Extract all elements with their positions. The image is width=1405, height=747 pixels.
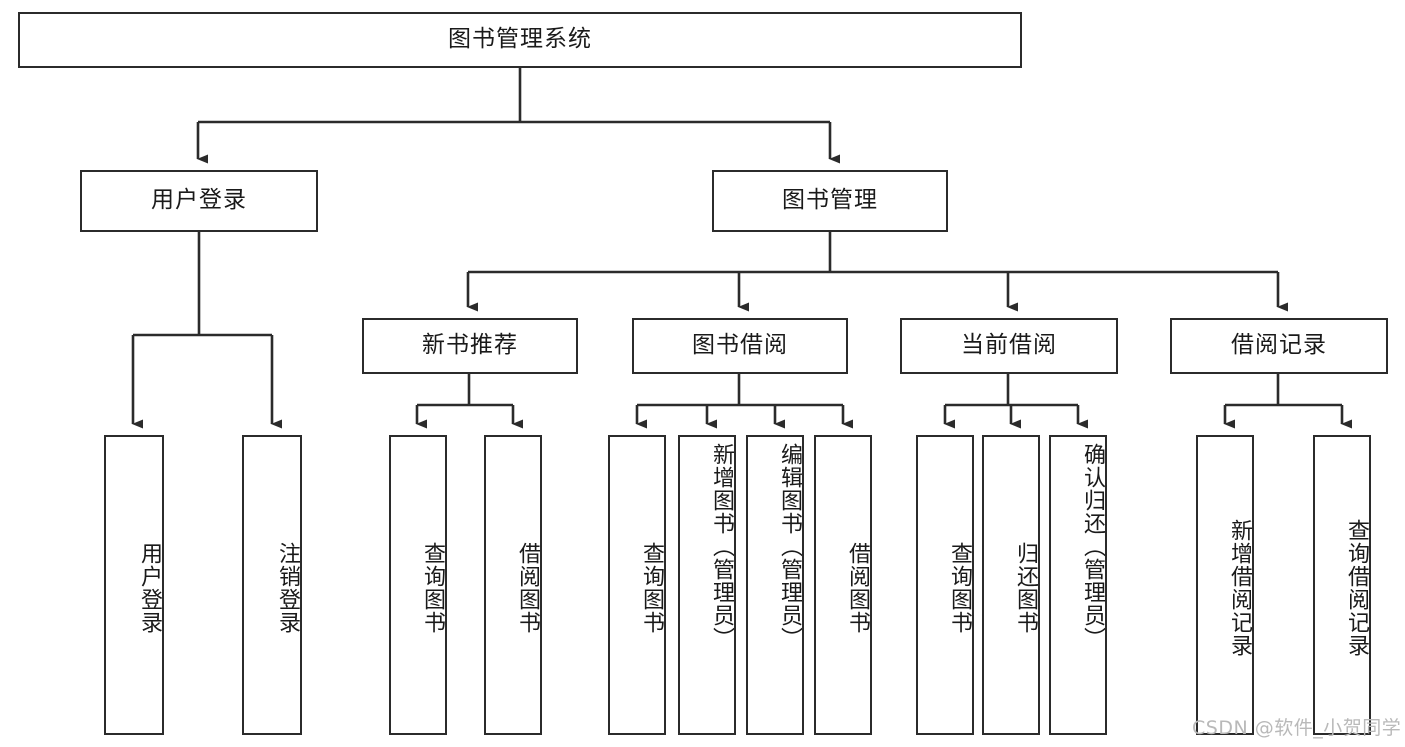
csdn-watermark: CSDN @软件_小贺同学 [1192, 717, 1402, 739]
leaf-borrow-record-query-record[interactable]: 查询借阅记录 [1313, 435, 1371, 735]
node-current-borrow[interactable]: 当前借阅 [900, 318, 1118, 374]
node-label: 用户登录 [151, 187, 247, 214]
leaf-book-borrow-query-book[interactable]: 查询图书 [608, 435, 666, 735]
node-label: 确认归还（管理员） [1080, 443, 1105, 650]
node-label: 查询图书 [639, 542, 664, 634]
leaf-current-borrow-query-book[interactable]: 查询图书 [916, 435, 974, 735]
node-label: 用户登录 [137, 542, 162, 634]
node-label: 查询借阅记录 [1344, 519, 1369, 657]
node-user-login[interactable]: 用户登录 [80, 170, 318, 232]
node-book-management[interactable]: 图书管理 [712, 170, 948, 232]
leaf-current-borrow-confirm-return-admin[interactable]: 确认归还（管理员） [1049, 435, 1107, 735]
node-label: 新增图书（管理员） [709, 443, 734, 650]
node-borrow-record[interactable]: 借阅记录 [1170, 318, 1388, 374]
leaf-book-borrow-add-book-admin[interactable]: 新增图书（管理员） [678, 435, 736, 735]
leaf-user-login-sign-out[interactable]: 注销登录 [242, 435, 302, 735]
node-label: 编辑图书（管理员） [777, 443, 802, 650]
node-label: 借阅记录 [1231, 332, 1327, 359]
node-label: 图书管理 [782, 187, 878, 214]
node-label: 新增借阅记录 [1227, 519, 1252, 657]
node-label: 当前借阅 [961, 332, 1057, 359]
leaf-user-login-sign-in[interactable]: 用户登录 [104, 435, 164, 735]
node-label: 新书推荐 [422, 332, 518, 359]
node-label: 归还图书 [1013, 542, 1038, 634]
node-label: 图书借阅 [692, 332, 788, 359]
node-label: 注销登录 [275, 542, 300, 634]
node-new-book-recommend[interactable]: 新书推荐 [362, 318, 578, 374]
node-label: 借阅图书 [845, 542, 870, 634]
leaf-new-book-borrow-book[interactable]: 借阅图书 [484, 435, 542, 735]
node-label: 查询图书 [420, 542, 445, 634]
leaf-book-borrow-borrow-book[interactable]: 借阅图书 [814, 435, 872, 735]
node-label: 图书管理系统 [448, 26, 592, 53]
node-root-book-management-system[interactable]: 图书管理系统 [18, 12, 1022, 68]
leaf-new-book-query-book[interactable]: 查询图书 [389, 435, 447, 735]
node-label: 查询图书 [947, 542, 972, 634]
node-book-borrow[interactable]: 图书借阅 [632, 318, 848, 374]
node-label: 借阅图书 [515, 542, 540, 634]
leaf-borrow-record-add-record[interactable]: 新增借阅记录 [1196, 435, 1254, 735]
leaf-current-borrow-return-book[interactable]: 归还图书 [982, 435, 1040, 735]
leaf-book-borrow-edit-book-admin[interactable]: 编辑图书（管理员） [746, 435, 804, 735]
